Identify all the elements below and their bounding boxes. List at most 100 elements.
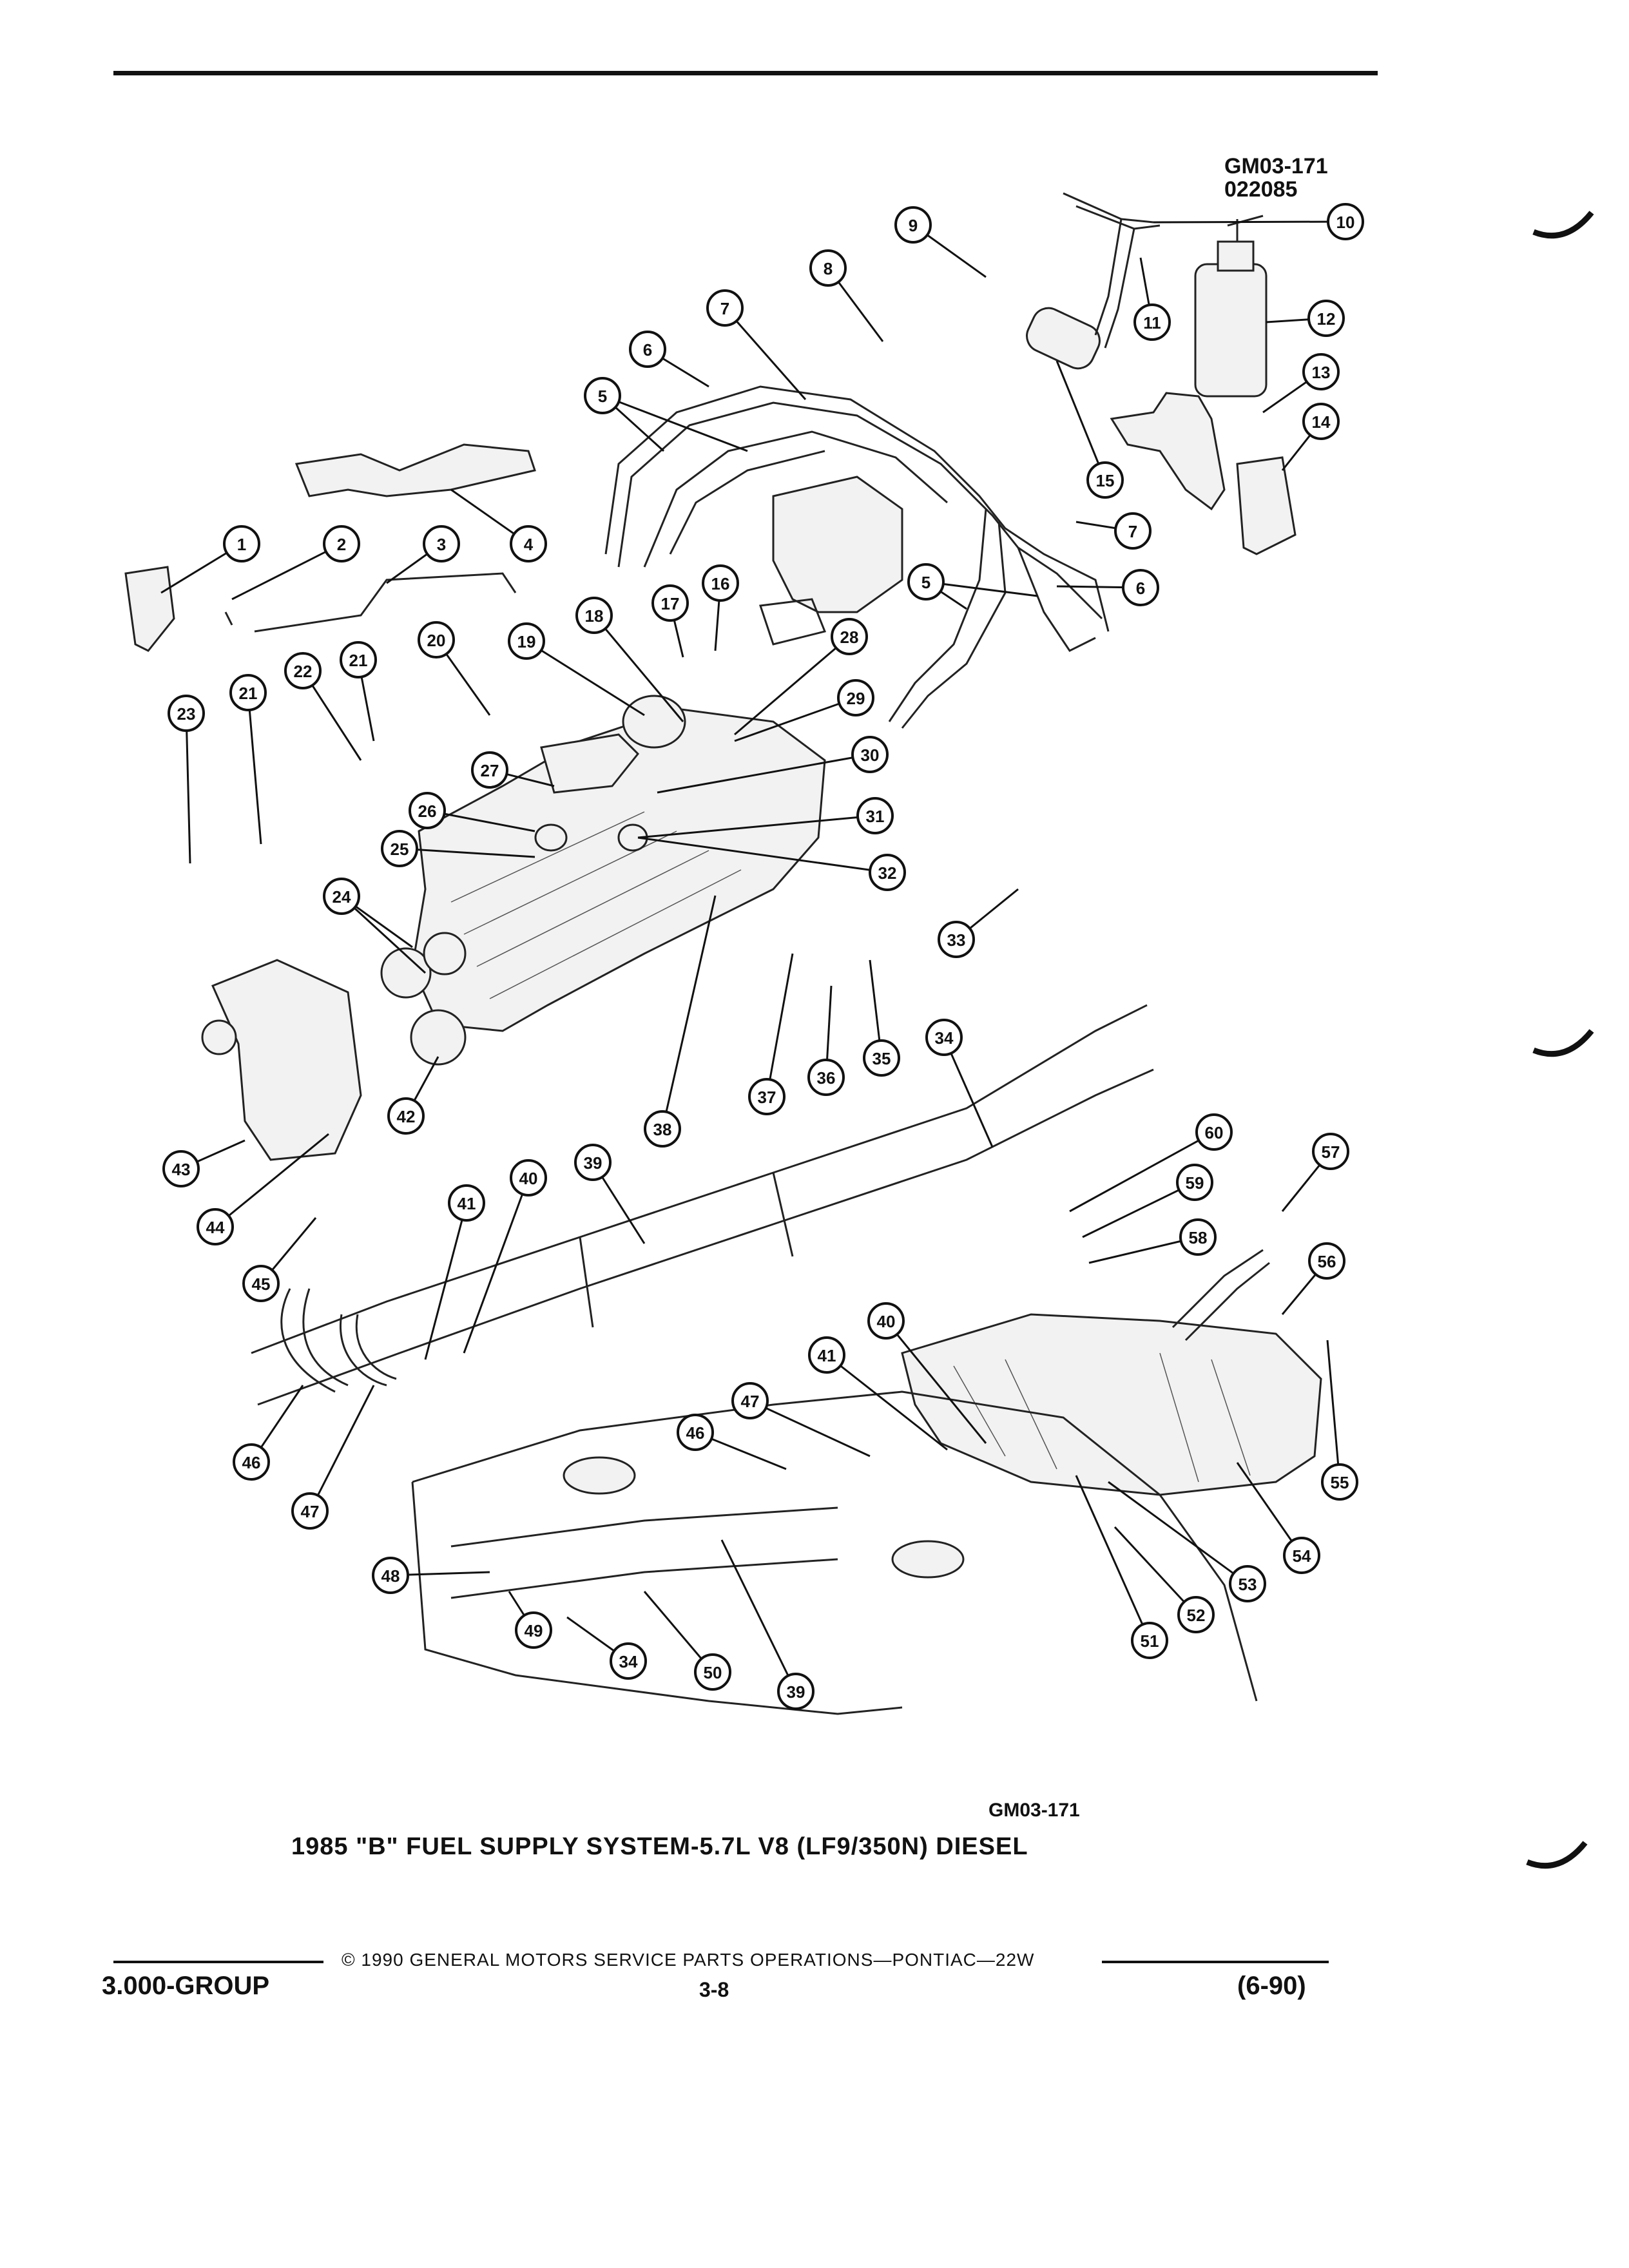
callout-number: 35 — [872, 1049, 891, 1068]
callout-circle — [856, 797, 894, 834]
callout-number: 6 — [1136, 579, 1145, 598]
callout-number: 8 — [824, 259, 833, 278]
callout-circle — [381, 830, 418, 867]
callout-54: 54 — [1283, 1537, 1320, 1574]
callout-circle — [610, 1642, 647, 1680]
callout-circle — [702, 564, 739, 602]
callout-51: 51 — [1131, 1622, 1168, 1659]
callout-1: 1 — [223, 525, 260, 562]
callout-number: 48 — [381, 1566, 400, 1586]
callout-circle — [584, 377, 621, 414]
callout-number: 33 — [947, 930, 966, 950]
callout-number: 9 — [909, 216, 918, 235]
footer-rule-left — [113, 1961, 323, 1963]
callout-circle — [777, 1673, 815, 1710]
callout-circle — [809, 249, 847, 287]
callout-number: 5 — [598, 387, 607, 406]
callout-number: 26 — [418, 802, 437, 821]
callout-29: 29 — [837, 679, 874, 716]
callout-number: 51 — [1141, 1631, 1159, 1651]
callout-circle — [938, 921, 975, 958]
callout-number: 40 — [519, 1169, 538, 1188]
callout-number: 5 — [921, 573, 930, 592]
callout-number: 12 — [1317, 309, 1336, 329]
callout-46: 46 — [677, 1414, 714, 1451]
callout-circle — [229, 674, 267, 711]
callout-circle — [1321, 1463, 1358, 1501]
callout-32: 32 — [869, 854, 906, 891]
gear-24 — [380, 932, 467, 999]
callout-circle — [284, 652, 322, 689]
callout-circle — [1229, 1565, 1266, 1602]
callout-47: 47 — [291, 1492, 329, 1530]
callout-number: 18 — [585, 606, 604, 626]
callout-number: 56 — [1318, 1252, 1336, 1271]
top-rule — [113, 71, 1378, 75]
callout-40: 40 — [510, 1159, 547, 1196]
callout-circle — [233, 1443, 270, 1481]
callout-11: 11 — [1133, 303, 1171, 341]
callout-number: 29 — [847, 689, 865, 708]
callout-circle — [1307, 300, 1345, 337]
callout-circle — [323, 878, 360, 915]
callout-22: 22 — [284, 652, 322, 689]
callout-circle — [168, 695, 205, 732]
callout-25: 25 — [381, 830, 418, 867]
callout-34: 34 — [610, 1642, 647, 1680]
callout-number: 32 — [878, 863, 897, 883]
callout-number: 10 — [1336, 213, 1355, 232]
callout-number: 3 — [437, 535, 446, 554]
callout-38: 38 — [644, 1110, 681, 1148]
callout-circle — [1133, 303, 1171, 341]
callout-circle — [574, 1144, 612, 1181]
callout-number: 52 — [1187, 1606, 1206, 1625]
callout-circle — [894, 206, 932, 244]
callout-39: 39 — [777, 1673, 815, 1710]
binder-marks — [1526, 211, 1594, 1869]
callout-number: 30 — [861, 745, 880, 765]
callout-26: 26 — [409, 792, 446, 829]
callout-circle — [651, 584, 689, 622]
callout-17: 17 — [651, 584, 689, 622]
callout-number: 15 — [1096, 471, 1115, 490]
callout-19: 19 — [508, 622, 545, 660]
injection-pump — [758, 476, 903, 646]
callout-6: 6 — [1122, 569, 1159, 606]
callout-circle — [629, 331, 666, 368]
callout-circle — [510, 525, 547, 562]
callout-55: 55 — [1321, 1463, 1358, 1501]
callout-18: 18 — [575, 597, 613, 634]
callout-5: 5 — [907, 563, 945, 601]
binder-mark-middle — [1532, 1029, 1594, 1057]
callout-circle — [1312, 1133, 1349, 1170]
callout-number: 21 — [349, 651, 368, 670]
callout-circle — [372, 1557, 409, 1594]
callout-30: 30 — [851, 736, 889, 773]
callout-number: 54 — [1293, 1546, 1311, 1566]
fuel-line-1-3 — [124, 566, 517, 652]
callout-9: 9 — [894, 206, 932, 244]
page-number: 3-8 — [699, 1978, 729, 2001]
callout-circle — [1302, 403, 1340, 440]
callout-number: 46 — [686, 1423, 705, 1443]
callout-circle — [863, 1039, 900, 1077]
callout-circle — [323, 525, 360, 562]
callout-39: 39 — [574, 1144, 612, 1181]
callout-number: 38 — [653, 1120, 672, 1139]
callout-circle — [1327, 203, 1364, 240]
callout-number: 47 — [741, 1392, 760, 1411]
callout-circle — [1131, 1622, 1168, 1659]
callout-number: 11 — [1143, 313, 1161, 332]
callout-40: 40 — [867, 1302, 905, 1340]
callout-circle — [508, 622, 545, 660]
callout-number: 1 — [237, 535, 246, 554]
callout-number: 4 — [524, 535, 534, 554]
callout-number: 39 — [584, 1153, 602, 1173]
callout-number: 2 — [337, 535, 346, 554]
callout-45: 45 — [242, 1265, 280, 1302]
callout-41: 41 — [448, 1184, 485, 1222]
callout-circle — [418, 621, 455, 658]
fuel-lines-bundle — [604, 385, 1110, 729]
callout-33: 33 — [938, 921, 975, 958]
callout-circle — [575, 597, 613, 634]
